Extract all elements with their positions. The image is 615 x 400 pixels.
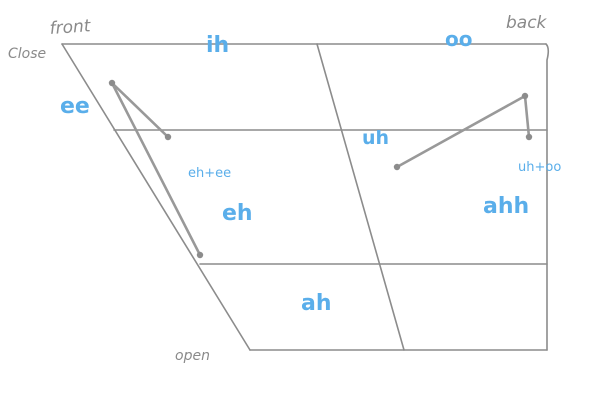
chart-right-edge: [545, 43, 550, 351]
vowel-uh-oo: uh+oo: [518, 160, 561, 175]
label-close: Close: [8, 46, 46, 62]
chart-line-central: [316, 43, 405, 351]
vowel-ih: ih: [206, 33, 229, 58]
track-dot: [164, 133, 172, 141]
label-back: back: [506, 13, 548, 33]
track-dot: [521, 92, 529, 100]
vowel-ahh: ahh: [483, 194, 529, 219]
vowel-eh-ee: eh+ee: [188, 166, 231, 181]
track-dot: [525, 133, 533, 141]
track-dot: [393, 163, 401, 171]
diphthong-track-eh-ee: [110, 81, 170, 139]
diphthong-track-uh-oo: [395, 93, 531, 169]
label-open: open: [175, 348, 210, 364]
vowel-oo: oo: [445, 27, 472, 51]
diphthong-track-ee-low: [110, 81, 202, 257]
chart-left-edge: [61, 43, 251, 351]
track-dot: [196, 251, 204, 259]
vowel-ah: ah: [301, 291, 332, 316]
vowel-eh: eh: [222, 201, 253, 226]
vowel-uh: uh: [362, 127, 389, 149]
vowel-ee: ee: [60, 94, 90, 119]
label-front: front: [49, 16, 92, 39]
track-dot: [108, 79, 116, 87]
